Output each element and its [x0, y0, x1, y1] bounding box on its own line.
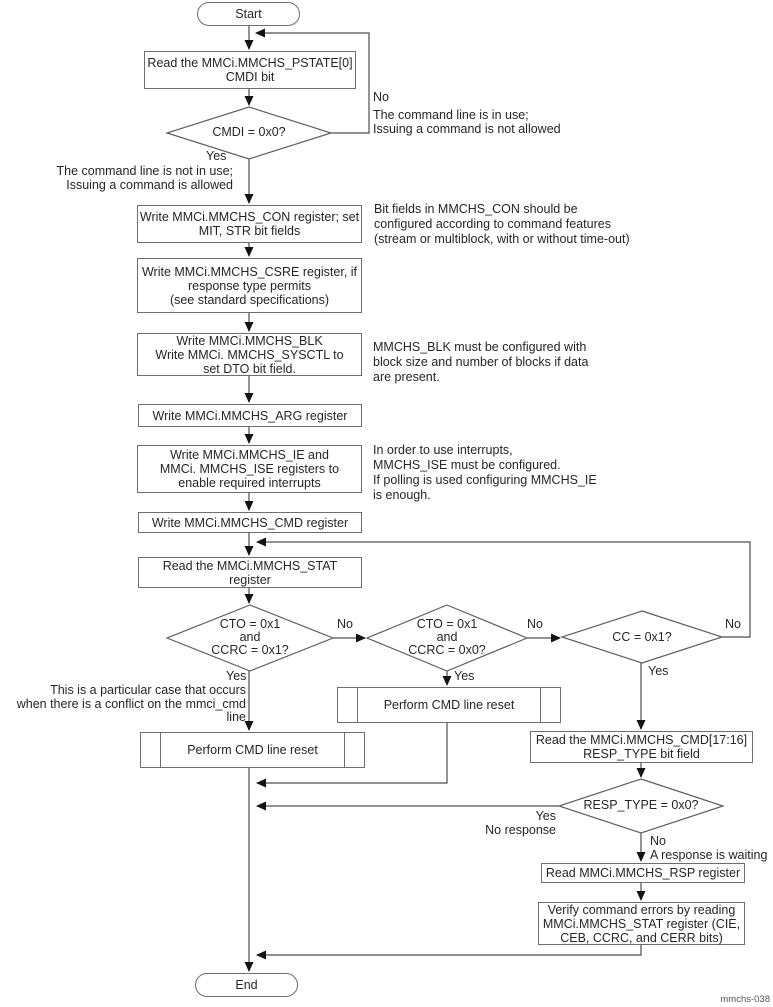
predefined-cmd-reset-mid-label: Perform CMD line reset — [383, 698, 515, 712]
decision-cto-ccrc1 — [165, 604, 335, 672]
process-write-con-label: Write MMCi.MMCHS_CON register; set MIT, … — [139, 210, 360, 238]
branch-label-cto1-no: No — [337, 617, 353, 631]
branch-label-resp-yes: Yes No response — [485, 809, 556, 837]
process-write-ie-ise-label: Write MMCi.MMCHS_IE and MMCi. MMCHS_ISE … — [159, 448, 340, 490]
note-mmci-cmd-conflict: This is a particular case that occurs wh… — [16, 683, 246, 724]
branch-label-cto1-yes: Yes — [226, 669, 247, 683]
predefined-cmd-reset-left-label: Perform CMD line reset — [187, 743, 318, 757]
predefined-cmd-reset-mid: Perform CMD line reset — [337, 687, 561, 723]
predefined-left-bar — [357, 688, 358, 722]
annotation-mmchs-con: Bit fields in MMCHS_CON should be config… — [374, 202, 630, 246]
process-write-ie-ise: Write MMCi.MMCHS_IE and MMCi. MMCHS_ISE … — [137, 445, 362, 493]
note-command-line-not-in-use: The command line is not in use; Issuing … — [56, 164, 233, 192]
decision-cmdi — [165, 106, 333, 160]
branch-label-cto0-yes: Yes — [454, 669, 475, 683]
process-read-rsp: Read MMCi.MMCHS_RSP register — [541, 863, 745, 883]
edge-cmdi-no-loop — [255, 28, 370, 134]
annotation-interrupts: In order to use interrupts, MMCHS_ISE mu… — [373, 443, 597, 502]
process-write-blk: Write MMCi.MMCHS_BLK Write MMCi. MMCHS_S… — [137, 333, 362, 376]
branch-label-cto0-no: No — [527, 617, 543, 631]
decision-resp-type — [557, 778, 725, 834]
branch-label-cc-yes: Yes — [648, 664, 669, 678]
process-write-arg: Write MMCi.MMCHS_ARG register — [138, 404, 362, 427]
branch-label-cmdi-no: No — [373, 90, 389, 104]
process-read-pstate-label: Read the MMCi.MMCHS_PSTATE[0] CMDI bit — [147, 56, 353, 84]
process-verify-errors-label: Verify command errors by reading MMCi.MM… — [542, 902, 741, 945]
process-read-cmd-resp-type: Read the MMCi.MMCHS_CMD[17:16] RESP_TYPE… — [530, 731, 753, 763]
process-write-blk-label: Write MMCi.MMCHS_BLK Write MMCi. MMCHS_S… — [155, 333, 344, 376]
figure-id: mmchs-038 — [720, 994, 770, 1005]
decision-cc — [560, 610, 724, 664]
process-read-pstate: Read the MMCi.MMCHS_PSTATE[0] CMDI bit — [144, 51, 356, 89]
predefined-right-bar — [344, 733, 345, 767]
annotation-mmchs-blk: MMCHS_BLK must be configured with block … — [373, 340, 589, 384]
decision-cto-ccrc0 — [365, 604, 529, 672]
end-terminator: End — [195, 973, 298, 997]
process-write-csre: Write MMCi.MMCHS_CSRE register, if respo… — [137, 258, 362, 313]
edge-resetmid-join — [256, 723, 448, 788]
process-write-cmd-label: Write MMCi.MMCHS_CMD register — [151, 515, 349, 530]
process-write-csre-label: Write MMCi.MMCHS_CSRE register, if respo… — [141, 264, 358, 307]
end-label: End — [235, 978, 258, 992]
process-write-cmd: Write MMCi.MMCHS_CMD register — [138, 512, 362, 533]
process-verify-errors: Verify command errors by reading MMCi.MM… — [538, 902, 745, 945]
edge-cc-no-loop — [256, 537, 751, 638]
note-command-line-in-use: The command line is in use; Issuing a co… — [373, 108, 561, 136]
process-write-con: Write MMCi.MMCHS_CON register; set MIT, … — [137, 205, 362, 243]
predefined-left-bar — [160, 733, 161, 767]
start-label: Start — [235, 7, 262, 21]
process-read-cmd-resp-type-label: Read the MMCi.MMCHS_CMD[17:16] RESP_TYPE… — [535, 733, 748, 761]
process-read-rsp-label: Read MMCi.MMCHS_RSP register — [545, 866, 741, 880]
edge-verify-join — [256, 945, 642, 960]
process-read-stat: Read the MMCi.MMCHS_STAT register — [138, 557, 362, 588]
branch-label-resp-no: No A response is waiting — [650, 834, 768, 862]
process-read-stat-label: Read the MMCi.MMCHS_STAT register — [162, 558, 338, 587]
start-terminator: Start — [197, 2, 300, 26]
process-write-arg-label: Write MMCi.MMCHS_ARG register — [152, 408, 348, 423]
predefined-right-bar — [540, 688, 541, 722]
predefined-cmd-reset-left: Perform CMD line reset — [140, 732, 365, 768]
branch-label-cc-no: No — [725, 617, 741, 631]
branch-label-cmdi-yes: Yes — [206, 149, 227, 163]
